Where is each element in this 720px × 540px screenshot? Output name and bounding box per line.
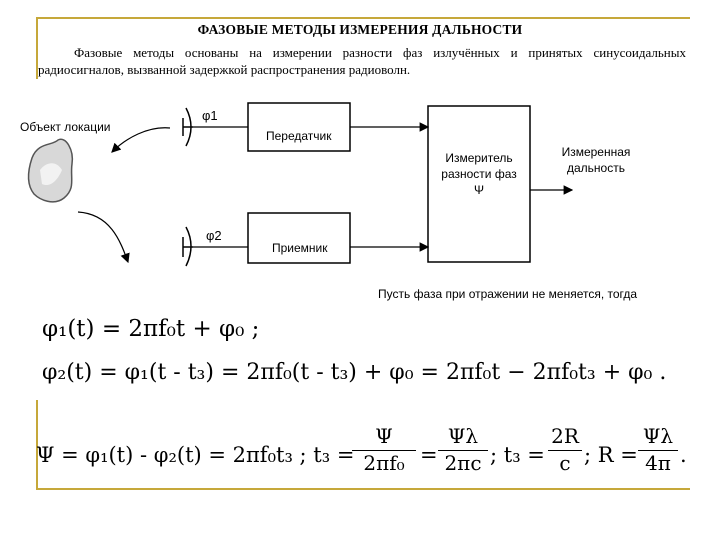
transmitter-label: Передатчик [266, 129, 332, 143]
fraction-3-denominator: c [548, 451, 582, 475]
receiver-label: Приемник [272, 241, 328, 255]
fraction-4-denominator: 4π [638, 451, 678, 475]
object-label: Объект локации [20, 120, 110, 134]
phase-meter-line1: Измеритель [420, 150, 538, 166]
phase-meter-line2: разности фаз [420, 166, 538, 182]
formula-t3: ; t₃ = [490, 443, 545, 467]
output-line1: Измеренная [548, 144, 644, 160]
fraction-2: Ψλ 2πc [438, 424, 488, 475]
output-label: Измеренная дальность [548, 144, 644, 176]
receive-antenna-icon [183, 227, 193, 266]
radiated-wave-arrow [112, 128, 170, 152]
phi2-label: φ2 [206, 228, 222, 243]
formula-end-dot: . [680, 443, 687, 467]
phi1-label: φ1 [202, 108, 218, 123]
formula-phi1: φ₁(t) = 2πf₀t + φ₀ ; [42, 316, 259, 342]
phase-meter-label: Измеритель разности фаз Ψ [420, 150, 538, 198]
fraction-4-numerator: Ψλ [638, 424, 678, 451]
fraction-1-denominator: 2πf₀ [352, 451, 416, 475]
fraction-3: 2R c [548, 424, 582, 475]
fraction-3-numerator: 2R [548, 424, 582, 451]
fraction-2-denominator: 2πc [438, 451, 488, 475]
formula-psi-left: Ψ = φ₁(t) - φ₂(t) = 2πf₀t₃ ; t₃ = [36, 443, 354, 467]
fraction-1-numerator: Ψ [352, 424, 416, 451]
condition-text: Пусть фаза при отражении не меняется, то… [378, 287, 637, 301]
equals-sign-1: = [420, 443, 438, 467]
formula-r: ; R = [584, 443, 638, 467]
transmit-antenna-icon [183, 108, 193, 146]
formula-phi2: φ₂(t) = φ₁(t - t₃) = 2πf₀(t - t₃) + φ₀ =… [42, 360, 666, 385]
fraction-1: Ψ 2πf₀ [352, 424, 416, 475]
transmitter-box [248, 103, 350, 151]
phase-meter-line3: Ψ [420, 182, 538, 198]
reflected-wave-arrow [78, 212, 128, 262]
fraction-2-numerator: Ψλ [438, 424, 488, 451]
fraction-4: Ψλ 4π [638, 424, 678, 475]
receiver-box [248, 213, 350, 263]
output-line2: дальность [548, 160, 644, 176]
